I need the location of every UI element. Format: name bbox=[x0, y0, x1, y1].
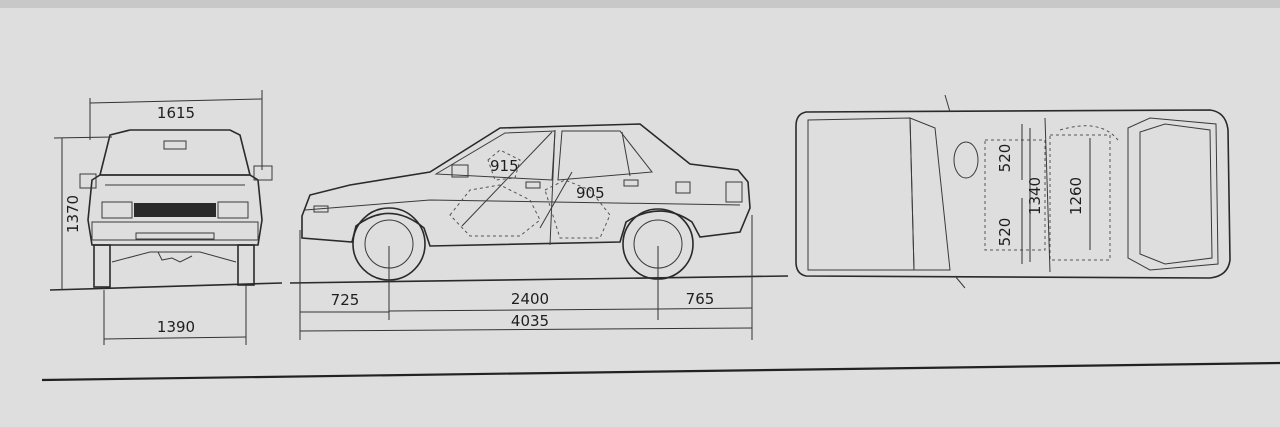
side-marker bbox=[313, 205, 329, 213]
side-mirror-top bbox=[954, 275, 966, 289]
top-view: 520 520 1340 1260 bbox=[795, 94, 1231, 289]
dim-line-1390 bbox=[103, 336, 247, 340]
dim-line-1615 bbox=[89, 98, 263, 104]
front-left-tire bbox=[93, 244, 111, 288]
dim-label-905: 905 bbox=[576, 184, 605, 202]
antenna bbox=[944, 94, 951, 113]
dim-line-2400 bbox=[388, 308, 659, 312]
front-seat-outline bbox=[449, 184, 541, 237]
dim-label-1340: 1340 bbox=[1026, 177, 1044, 215]
rear-door-handle bbox=[623, 179, 639, 187]
side-body-outline bbox=[301, 123, 751, 247]
right-mirror bbox=[253, 165, 273, 181]
rearview-mirror bbox=[163, 140, 187, 150]
bumper-intake bbox=[135, 232, 215, 240]
ground-line-front bbox=[49, 282, 283, 291]
rear-window-top bbox=[1127, 117, 1219, 271]
dim-label-520-front: 520 bbox=[996, 144, 1014, 173]
front-axle bbox=[111, 251, 237, 263]
ext-line bbox=[53, 136, 113, 139]
trunk-panel bbox=[1139, 123, 1213, 265]
windshield-top bbox=[909, 117, 951, 271]
left-headlamp bbox=[101, 201, 133, 219]
b-pillar-top bbox=[1044, 117, 1051, 273]
rear-headroom-line bbox=[539, 171, 573, 229]
side-view: 915 905 725 2400 765 4035 bbox=[299, 123, 753, 340]
dim-label-1370: 1370 bbox=[64, 195, 82, 233]
front-view: 1615 1370 1390 bbox=[53, 90, 273, 345]
side-mirror bbox=[451, 164, 469, 178]
dim-line-4035 bbox=[299, 327, 753, 332]
page-rule-line bbox=[41, 361, 1280, 382]
front-bumper bbox=[91, 221, 259, 241]
steering-wheel bbox=[953, 141, 979, 179]
left-mirror bbox=[79, 173, 97, 189]
driver-head-outline bbox=[487, 149, 521, 181]
c-pillar-line bbox=[621, 131, 631, 177]
top-body-outline bbox=[795, 109, 1231, 279]
fuel-door bbox=[675, 181, 691, 194]
front-door-handle bbox=[525, 181, 541, 189]
front-body bbox=[87, 174, 263, 246]
b-pillar bbox=[549, 129, 556, 246]
dim-label-2400: 2400 bbox=[511, 290, 549, 308]
front-seats-outline bbox=[984, 139, 1046, 251]
front-headroom-line bbox=[461, 131, 553, 227]
dim-label-520-rear: 520 bbox=[996, 218, 1014, 247]
tail-lamp bbox=[725, 181, 743, 203]
dim-label-1390: 1390 bbox=[157, 318, 195, 336]
side-molding bbox=[304, 199, 741, 211]
dim-label-725: 725 bbox=[331, 291, 360, 309]
right-headlamp bbox=[217, 201, 249, 219]
dim-line-765 bbox=[657, 307, 753, 310]
dim-label-1260: 1260 bbox=[1067, 177, 1085, 215]
dim-label-765: 765 bbox=[686, 290, 715, 308]
underbody-detail bbox=[157, 251, 193, 263]
rear-seat-outline bbox=[544, 179, 611, 239]
rear-door-window bbox=[557, 130, 653, 181]
top-edge-shadow bbox=[0, 0, 1280, 8]
dim-label-1615: 1615 bbox=[157, 104, 195, 122]
ground-line-side bbox=[289, 275, 789, 284]
dim-label-915: 915 bbox=[490, 157, 519, 175]
rear-seat-arc bbox=[1059, 125, 1119, 141]
front-grille bbox=[134, 203, 216, 217]
dim-label-4035: 4035 bbox=[511, 312, 549, 330]
